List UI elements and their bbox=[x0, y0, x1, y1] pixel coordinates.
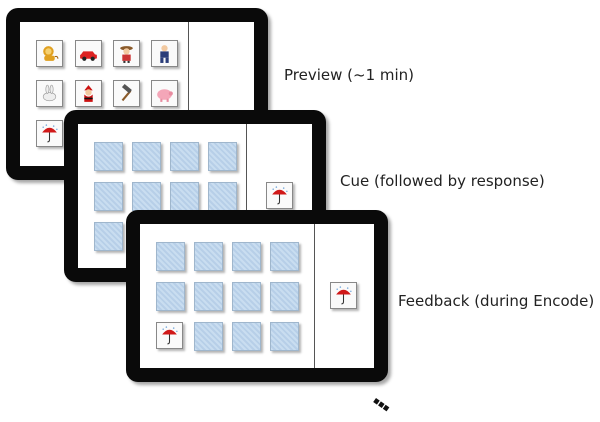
memory-tile bbox=[194, 242, 223, 271]
revealed-umbrella-icon bbox=[156, 322, 183, 349]
pig-icon bbox=[151, 80, 178, 107]
hammer-icon bbox=[113, 80, 140, 107]
memory-tile bbox=[94, 182, 123, 211]
memory-tile bbox=[94, 142, 123, 171]
memory-tile bbox=[208, 182, 237, 211]
feedback-screen bbox=[140, 224, 374, 368]
memory-tile bbox=[194, 322, 223, 351]
memory-tile bbox=[232, 242, 261, 271]
preview-divider bbox=[188, 22, 189, 166]
memory-tile bbox=[194, 282, 223, 311]
memory-tile bbox=[208, 142, 237, 171]
car-icon bbox=[75, 40, 102, 67]
cue-divider bbox=[246, 124, 247, 268]
feedback-tablet bbox=[126, 210, 388, 382]
feedback-divider bbox=[314, 224, 315, 368]
boy-icon bbox=[151, 40, 178, 67]
preview-screen bbox=[20, 22, 254, 166]
cowboy-icon bbox=[113, 40, 140, 67]
cue-umbrella-icon bbox=[266, 182, 293, 209]
cue-screen bbox=[78, 124, 312, 268]
cue-caption: Cue (followed by response) bbox=[340, 172, 545, 190]
continuation-ellipsis: ... bbox=[366, 381, 399, 417]
memory-tile bbox=[270, 322, 299, 351]
memory-tile bbox=[170, 182, 199, 211]
rabbit-icon bbox=[36, 80, 63, 107]
umbrella-icon bbox=[36, 120, 63, 147]
memory-tile bbox=[156, 242, 185, 271]
memory-tile bbox=[170, 142, 199, 171]
memory-tile bbox=[232, 282, 261, 311]
preview-tablet bbox=[6, 8, 268, 180]
memory-tile bbox=[94, 222, 123, 251]
memory-tile bbox=[270, 282, 299, 311]
santa-icon bbox=[75, 80, 102, 107]
memory-tile bbox=[270, 242, 299, 271]
feedback-caption: Feedback (during Encode) bbox=[398, 292, 595, 310]
memory-tile bbox=[232, 322, 261, 351]
lion-icon bbox=[36, 40, 63, 67]
cue-tablet bbox=[64, 110, 326, 282]
memory-tile bbox=[156, 282, 185, 311]
preview-caption: Preview (~1 min) bbox=[284, 66, 415, 84]
feedback-umbrella-icon bbox=[330, 282, 357, 309]
memory-tile bbox=[132, 182, 161, 211]
memory-tile bbox=[132, 142, 161, 171]
